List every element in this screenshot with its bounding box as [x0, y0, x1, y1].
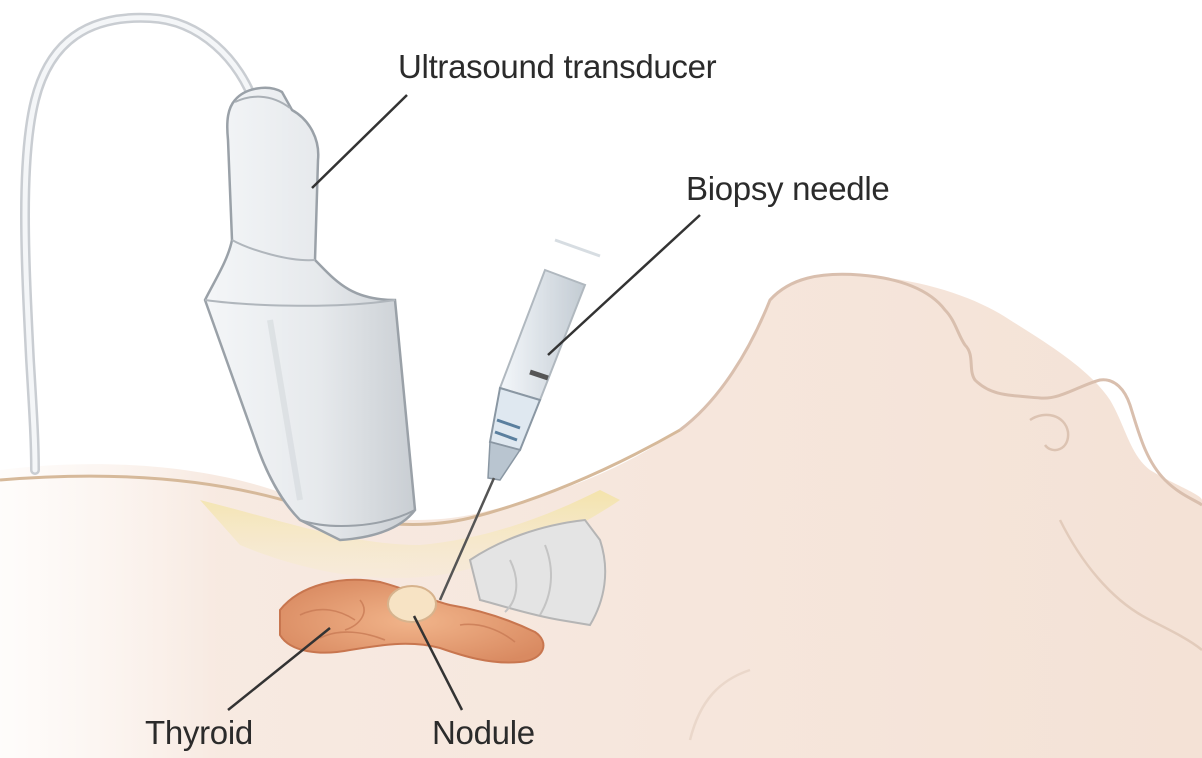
transducer-cable	[25, 18, 255, 470]
label-nodule: Nodule	[432, 714, 535, 752]
label-biopsy-needle: Biopsy needle	[686, 170, 889, 208]
label-thyroid: Thyroid	[145, 714, 253, 752]
leader-transducer	[312, 95, 407, 188]
ultrasound-transducer-shape	[205, 88, 415, 540]
nodule-shape	[388, 586, 436, 622]
label-ultrasound-transducer: Ultrasound transducer	[398, 48, 716, 86]
patient-body-shape	[0, 274, 1202, 758]
